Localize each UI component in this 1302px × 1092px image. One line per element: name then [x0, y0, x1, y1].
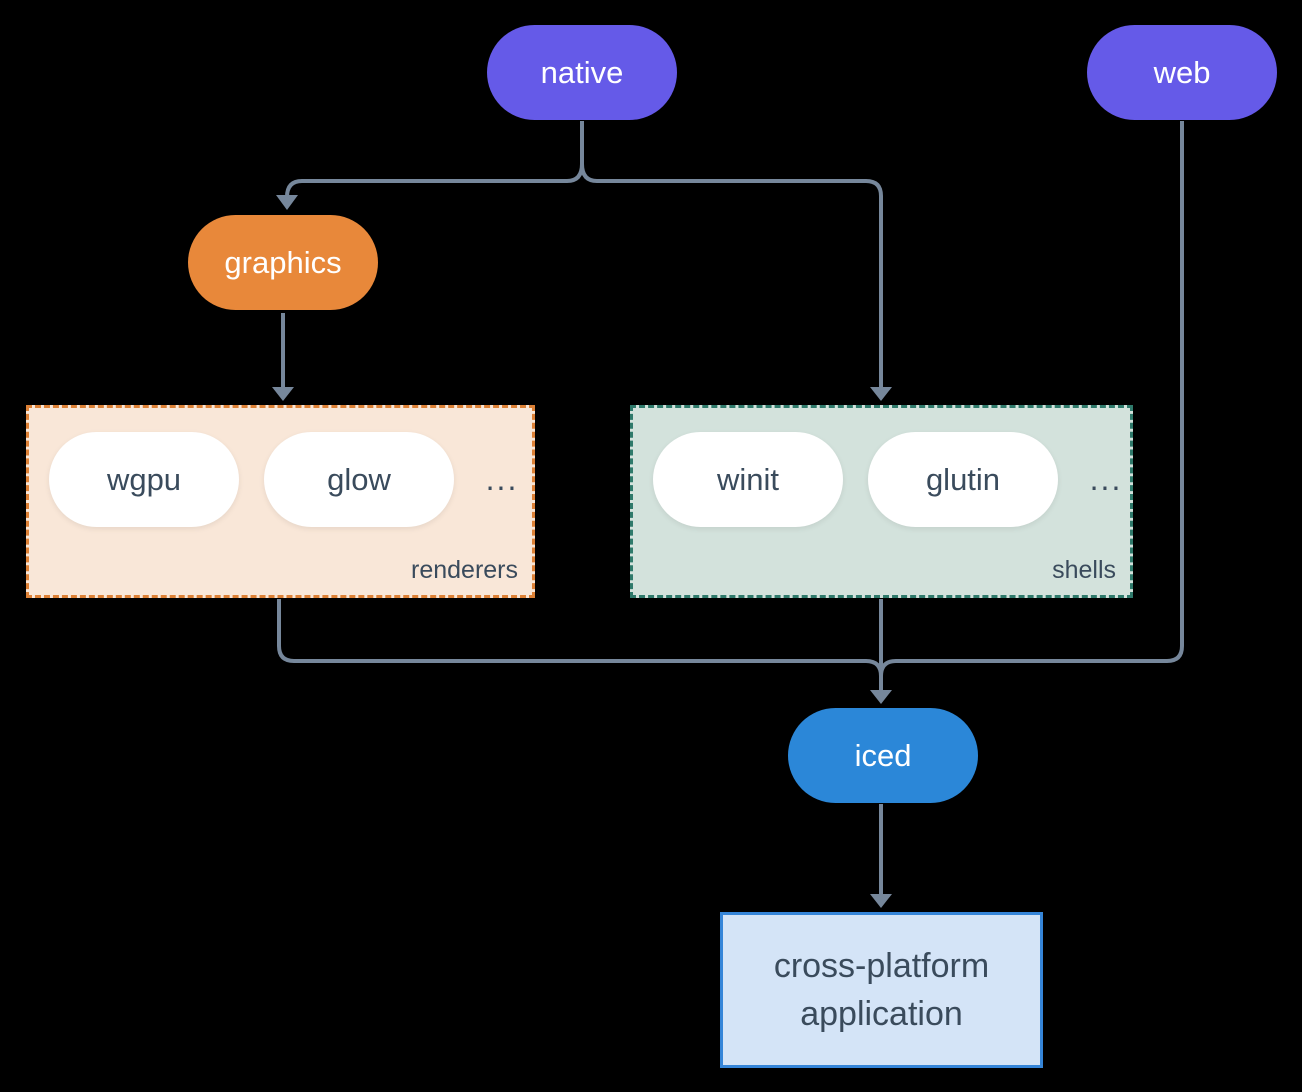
node-cross-platform-application: cross-platform application: [720, 912, 1043, 1068]
node-glow: glow: [264, 432, 454, 527]
node-glutin: glutin: [868, 432, 1058, 527]
node-wgpu: wgpu: [49, 432, 239, 527]
edge-split-right: [580, 163, 883, 388]
renderers-label: renderers: [411, 556, 518, 584]
edge-renderers-merge: [277, 599, 883, 677]
node-graphics: graphics: [188, 215, 378, 310]
arrowhead-iced: [870, 690, 892, 704]
arrowhead-application: [870, 894, 892, 908]
shells-ellipsis: ...: [1089, 461, 1123, 497]
edge-split-left: [285, 163, 584, 198]
arrowhead-shells: [870, 387, 892, 401]
arrowhead-graphics: [276, 195, 298, 210]
node-web: web: [1087, 25, 1277, 120]
shells-label: shells: [1052, 556, 1116, 584]
group-renderers: wgpu glow ... renderers: [26, 405, 535, 598]
arrowhead-renderers: [272, 387, 294, 401]
node-iced: iced: [788, 708, 978, 803]
renderers-ellipsis: ...: [485, 461, 519, 497]
node-native: native: [487, 25, 677, 120]
group-shells: winit glutin ... shells: [630, 405, 1133, 598]
node-winit: winit: [653, 432, 843, 527]
